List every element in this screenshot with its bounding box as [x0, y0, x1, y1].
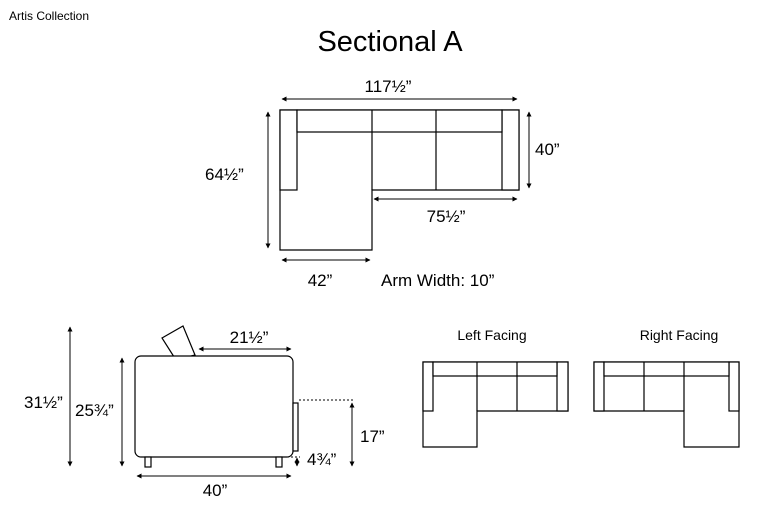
side-view: [134, 325, 299, 468]
dim-sofa-depth: 40”: [535, 140, 560, 159]
dim-sofa-inner-width: 75½”: [427, 207, 466, 226]
right-facing-label: Right Facing: [640, 327, 719, 343]
dim-side-depth: 40”: [203, 481, 228, 500]
left-facing-label: Left Facing: [457, 327, 526, 343]
side-view-body: [134, 355, 294, 458]
dim-arm-height: 25¾”: [75, 401, 114, 420]
right-facing-diagram: [593, 361, 740, 448]
side-view-leg-front: [275, 456, 283, 468]
side-view-leg-back: [144, 456, 152, 468]
top-view: [279, 109, 520, 251]
dim-leg-height: 4¾”: [307, 450, 337, 469]
top-view-back-cushions: [296, 109, 503, 133]
dim-seat-depth: 21½”: [230, 328, 269, 347]
dim-chaise-width: 42”: [308, 271, 333, 290]
brand-label: Artis Collection: [9, 9, 90, 23]
side-view-headrest: [161, 325, 196, 361]
diagram-title: Sectional A: [317, 26, 463, 58]
side-view-dimension-lines: [67, 326, 355, 479]
dim-chaise-depth: 64½”: [205, 165, 244, 184]
arm-width-label: Arm Width: 10”: [381, 271, 495, 290]
top-view-dimension-lines: [265, 96, 532, 263]
top-view-left-arm: [279, 109, 298, 191]
left-facing-diagram: [422, 361, 569, 448]
dim-back-height: 31½”: [24, 393, 63, 412]
dim-seat-height: 17”: [360, 427, 385, 446]
side-view-front-panel: [292, 402, 299, 452]
top-view-right-arm: [501, 109, 520, 191]
dim-overall-width: 117½”: [365, 77, 412, 96]
